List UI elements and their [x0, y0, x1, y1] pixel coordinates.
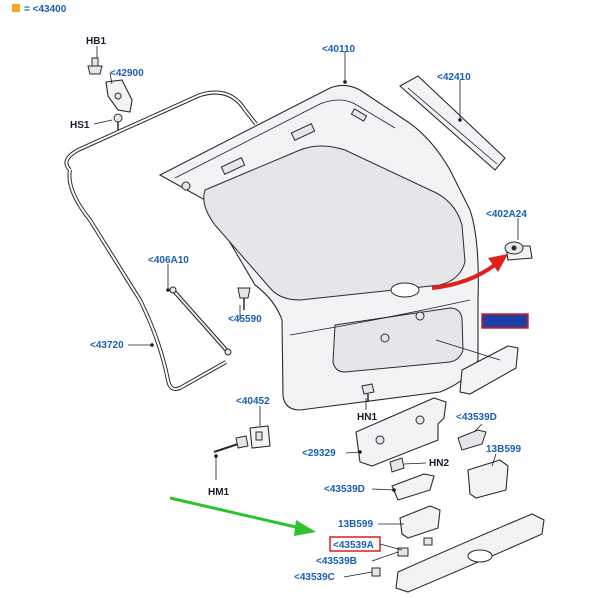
rear-window-opening [203, 145, 466, 301]
label-402a24[interactable]: <402A24 [486, 209, 527, 220]
nut-hn2 [389, 457, 405, 473]
label-43539c[interactable]: <43539C [294, 572, 335, 583]
license-plate-recess [332, 307, 464, 373]
label-hn1[interactable]: HN1 [357, 412, 377, 423]
bracket-13b599-left [399, 505, 441, 539]
trim-molding-right [459, 345, 519, 395]
license-bracket [355, 397, 447, 467]
label-42900[interactable]: <42900 [110, 68, 144, 79]
label-43539d[interactable]: <43539D [456, 412, 497, 423]
red-arrow [431, 262, 498, 290]
bolt-hm1 [213, 435, 249, 480]
legend-marker [12, 4, 20, 12]
screw-hs1 [113, 113, 123, 130]
rear-spoiler [399, 75, 506, 171]
label-40452[interactable]: <40452 [236, 396, 270, 407]
clip-43539d [457, 429, 487, 451]
bracket-13b599-right [467, 459, 509, 499]
hinge-bracket [105, 79, 133, 113]
red-arrowhead [488, 254, 508, 272]
label-43539b[interactable]: <43539B [316, 556, 357, 567]
bump-stop [504, 241, 533, 261]
label-hs1[interactable]: HS1 [70, 120, 90, 131]
label-13b599-left[interactable]: 13B599 [338, 519, 373, 530]
label-42410[interactable]: <42410 [437, 72, 471, 83]
bolt-hb1 [87, 57, 103, 75]
label-hn2[interactable]: HN2 [429, 458, 449, 469]
label-hb1[interactable]: HB1 [86, 36, 106, 47]
label-13b599-right[interactable]: 13B599 [486, 444, 521, 455]
highlighted-part-label-box [481, 313, 529, 329]
label-43539d-lower[interactable]: <43539D [324, 484, 365, 495]
latch-40452 [249, 425, 271, 449]
clip-45590 [237, 287, 251, 310]
green-pointer [169, 496, 301, 530]
legend-text: = <43400 [24, 4, 67, 15]
nut-hn1 [361, 383, 375, 402]
label-45590[interactable]: <45590 [228, 314, 262, 325]
clip-43539c [371, 567, 381, 577]
label-43720[interactable]: <43720 [90, 340, 124, 351]
label-hm1[interactable]: HM1 [208, 487, 230, 498]
label-43539a[interactable]: <43539A [333, 540, 374, 551]
gas-strut [169, 286, 232, 356]
emblem-badge [390, 282, 420, 298]
label-29329[interactable]: <29329 [302, 448, 336, 459]
clip-43539d-lower [391, 473, 435, 501]
label-40110[interactable]: <40110 [322, 44, 356, 55]
label-43539a-highlight [329, 536, 381, 552]
green-arrowhead [294, 520, 316, 536]
label-406a10[interactable]: <406A10 [148, 255, 189, 266]
